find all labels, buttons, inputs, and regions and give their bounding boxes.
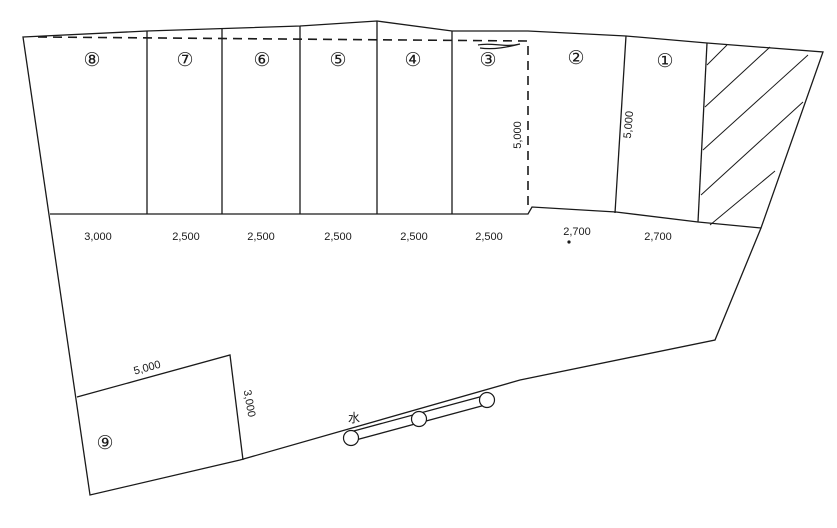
lot-2-label: ② (567, 47, 584, 69)
lot-6-label: ⑥ (253, 49, 270, 71)
lot-9-label: ⑨ (96, 432, 113, 454)
parking-row-rear-dashed-line (37, 36, 529, 205)
width-lot-1: 2,700 (644, 231, 672, 243)
lot-1-label: ① (656, 50, 673, 72)
depth-lot-1: 5,000 (622, 111, 636, 139)
hatched-area-edge (697, 42, 708, 223)
water-valve-right (478, 391, 496, 409)
pencil-scribble (477, 43, 521, 50)
lot-9-outline (76, 354, 244, 461)
lot-8-label: ⑧ (83, 49, 100, 71)
width-lot-2: 2,700 (563, 226, 591, 238)
water-label: 水 (348, 411, 360, 425)
width-lot-6: 2,500 (247, 231, 275, 243)
survey-point-dot (567, 240, 571, 244)
width-dimensions: 3,000 2,500 2,500 2,500 2,500 2,500 2,70… (84, 226, 672, 243)
hatched-area (700, 44, 809, 226)
water-facility: 水 (342, 391, 496, 447)
width-lot-5: 2,500 (324, 231, 352, 243)
width-lot-4: 2,500 (400, 231, 428, 243)
water-valve-left (342, 429, 360, 447)
width-lot-8: 3,000 (84, 231, 112, 243)
lot-9-depth: 3,000 (241, 389, 258, 418)
parking-row-front-line (50, 206, 762, 229)
lot-5-label: ⑤ (329, 49, 346, 71)
water-valve-middle (410, 410, 428, 428)
depth-lot-3: 5,000 (512, 121, 524, 149)
lot-dividers (146, 21, 627, 214)
width-lot-3: 2,500 (475, 231, 503, 243)
lot-7-label: ⑦ (176, 49, 193, 71)
lot-3-label: ③ (479, 49, 496, 71)
lot-number-labels: ⑧ ⑦ ⑥ ⑤ ④ ③ ② ① ⑨ (83, 47, 673, 454)
width-lot-7: 2,500 (172, 231, 200, 243)
lot-4-label: ④ (404, 49, 421, 71)
